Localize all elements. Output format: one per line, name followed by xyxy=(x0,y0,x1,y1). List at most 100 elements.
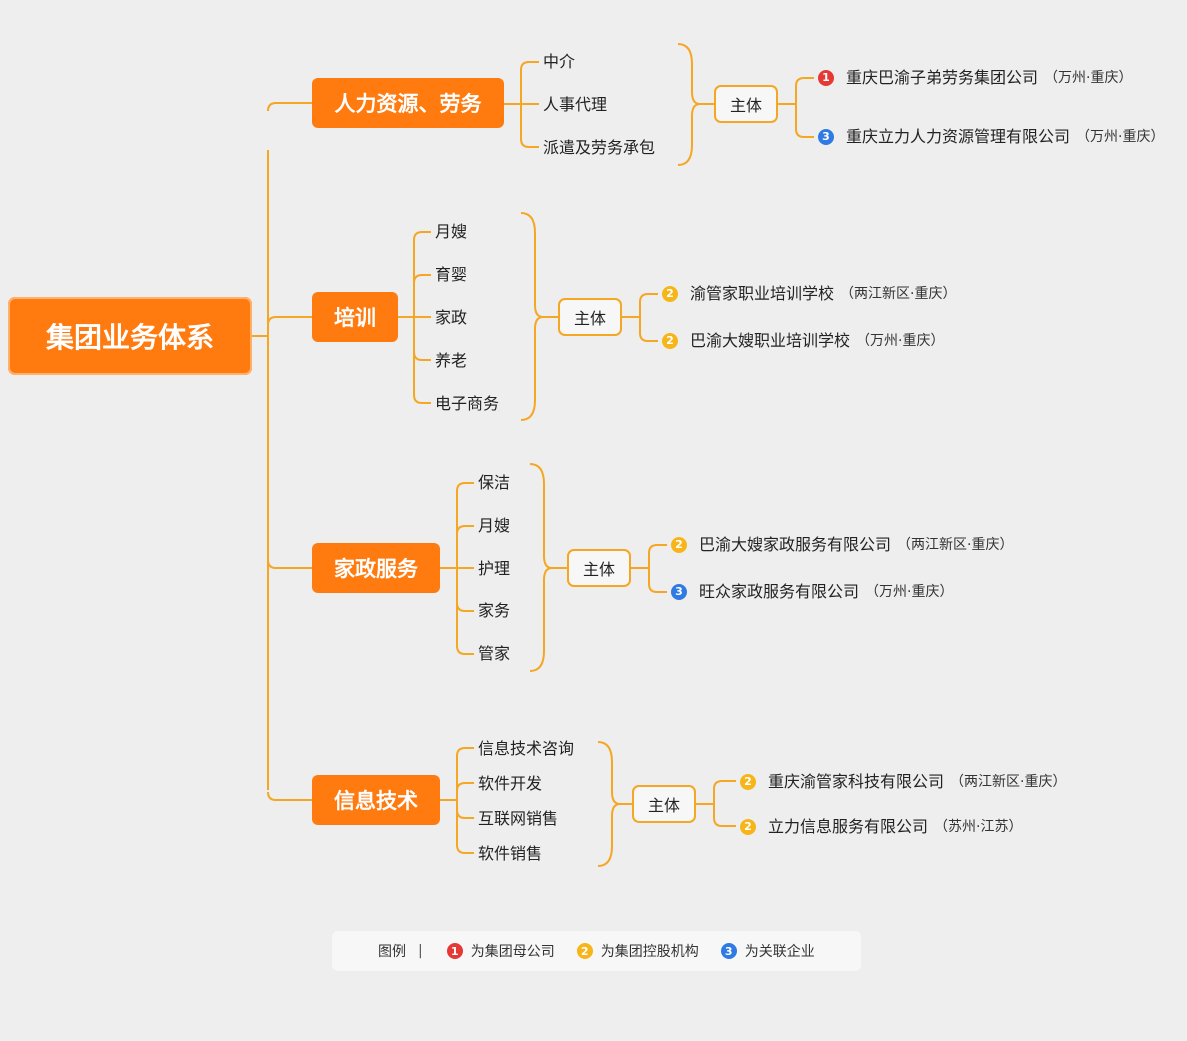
item-label: 派遣及劳务承包 xyxy=(543,138,656,157)
legend-label: 为集团母公司 xyxy=(470,944,555,960)
item-connector xyxy=(456,782,474,792)
item-label: 软件销售 xyxy=(478,844,543,863)
item-connector xyxy=(520,138,539,148)
company-connector xyxy=(639,332,658,342)
company-name: 重庆立力人力资源管理有限公司 xyxy=(846,127,1071,146)
badge-3-icon: 3 xyxy=(671,584,687,600)
category-node-housekeeping: 家政服务 xyxy=(312,543,440,593)
item-connector xyxy=(456,809,474,819)
brace-line xyxy=(677,43,701,166)
company-connector xyxy=(795,77,814,87)
item-label: 家务 xyxy=(478,601,511,620)
brace-line xyxy=(520,212,544,421)
company-entry: 2 巴渝大嫂家政服务有限公司 （两江新区·重庆） xyxy=(671,535,1013,555)
company-name: 巴渝大嫂职业培训学校 xyxy=(690,331,851,350)
subject-node: 主体 xyxy=(714,85,778,123)
category-node-training: 培训 xyxy=(312,292,398,342)
category-connector xyxy=(267,791,312,801)
legend-title: 图例 xyxy=(378,944,406,960)
item-connector xyxy=(456,482,474,492)
company-connector xyxy=(648,583,667,593)
company-location: （万州·重庆） xyxy=(1044,70,1133,86)
item-label: 互联网销售 xyxy=(478,809,559,828)
company-location: （两江新区·重庆） xyxy=(840,286,957,302)
company-name: 渝管家职业培训学校 xyxy=(690,284,835,303)
legend-label: 为集团控股机构 xyxy=(600,944,699,960)
item-label: 人事代理 xyxy=(543,95,608,114)
legend-entry: 3 为关联企业 xyxy=(720,941,815,961)
item-connector xyxy=(413,351,431,361)
badge-2-icon: 2 xyxy=(662,333,678,349)
company-entry: 2 重庆渝管家科技有限公司 （两江新区·重庆） xyxy=(740,772,1066,792)
company-connector xyxy=(795,128,814,138)
subject-node: 主体 xyxy=(558,298,622,336)
company-name: 巴渝大嫂家政服务有限公司 xyxy=(699,535,892,554)
category-connector xyxy=(267,102,312,112)
item-label: 养老 xyxy=(435,351,468,370)
item-label: 信息技术咨询 xyxy=(478,739,575,758)
company-entry: 2 巴渝大嫂职业培训学校 （万州·重庆） xyxy=(662,331,944,351)
company-location: （万州·重庆） xyxy=(1076,129,1165,145)
item-label: 月嫂 xyxy=(435,222,468,241)
item-label: 家政 xyxy=(435,308,468,327)
company-connector xyxy=(639,293,658,303)
category-connector xyxy=(267,316,312,326)
category-node-hr: 人力资源、劳务 xyxy=(312,78,504,128)
legend-label: 为关联企业 xyxy=(744,944,815,960)
company-entry: 2 渝管家职业培训学校 （两江新区·重庆） xyxy=(662,284,956,304)
company-connector xyxy=(713,817,736,827)
badge-2-icon: 2 xyxy=(740,774,756,790)
item-connector xyxy=(413,231,431,241)
item-connector xyxy=(456,525,474,535)
badge-1-icon: 1 xyxy=(446,943,463,959)
item-connector xyxy=(520,61,539,71)
brace-line xyxy=(529,463,553,672)
subject-node: 主体 xyxy=(567,549,631,587)
item-label: 月嫂 xyxy=(478,516,511,535)
item-label: 中介 xyxy=(543,52,576,71)
company-location: （苏州·江苏） xyxy=(934,819,1023,835)
badge-2-icon: 2 xyxy=(740,819,756,835)
company-entry: 3 重庆立力人力资源管理有限公司 （万州·重庆） xyxy=(818,127,1164,147)
company-name: 立力信息服务有限公司 xyxy=(768,817,929,836)
item-connector xyxy=(413,274,431,284)
item-label: 电子商务 xyxy=(435,394,500,413)
item-connector xyxy=(413,394,431,404)
subject-node: 主体 xyxy=(632,785,696,823)
brace-line xyxy=(597,741,621,867)
company-entry: 2 立力信息服务有限公司 （苏州·江苏） xyxy=(740,817,1022,837)
badge-2-icon: 2 xyxy=(671,537,687,553)
item-label: 管家 xyxy=(478,644,511,663)
item-connector xyxy=(456,645,474,655)
legend-entry: 2 为集团控股机构 xyxy=(576,941,699,961)
item-connector xyxy=(456,747,474,757)
category-connector xyxy=(267,559,312,569)
badge-2-icon: 2 xyxy=(576,943,593,959)
root-node: 集团业务体系 xyxy=(8,297,252,375)
company-connector xyxy=(713,780,736,790)
item-connector xyxy=(456,844,474,854)
item-label: 保洁 xyxy=(478,473,511,492)
legend-entry: 1 为集团母公司 xyxy=(446,941,555,961)
category-node-it: 信息技术 xyxy=(312,775,440,825)
company-location: （两江新区·重庆） xyxy=(897,537,1014,553)
company-entry: 1 重庆巴渝子弟劳务集团公司 （万州·重庆） xyxy=(818,68,1132,88)
company-name: 旺众家政服务有限公司 xyxy=(699,582,860,601)
legend-separator: | xyxy=(418,943,423,959)
company-name: 重庆巴渝子弟劳务集团公司 xyxy=(846,68,1039,87)
item-label: 护理 xyxy=(478,559,511,578)
item-label: 软件开发 xyxy=(478,774,543,793)
company-connector xyxy=(648,544,667,554)
company-location: （万州·重庆） xyxy=(865,584,954,600)
badge-1-icon: 1 xyxy=(818,70,834,86)
badge-3-icon: 3 xyxy=(818,129,834,145)
item-connector xyxy=(456,602,474,612)
legend: 图例 | 1 为集团母公司 2 为集团控股机构 3 为关联企业 xyxy=(332,931,861,971)
company-location: （万州·重庆） xyxy=(856,333,945,349)
company-entry: 3 旺众家政服务有限公司 （万州·重庆） xyxy=(671,582,953,602)
company-name: 重庆渝管家科技有限公司 xyxy=(768,772,945,791)
company-location: （两江新区·重庆） xyxy=(950,774,1067,790)
item-label: 育婴 xyxy=(435,265,468,284)
